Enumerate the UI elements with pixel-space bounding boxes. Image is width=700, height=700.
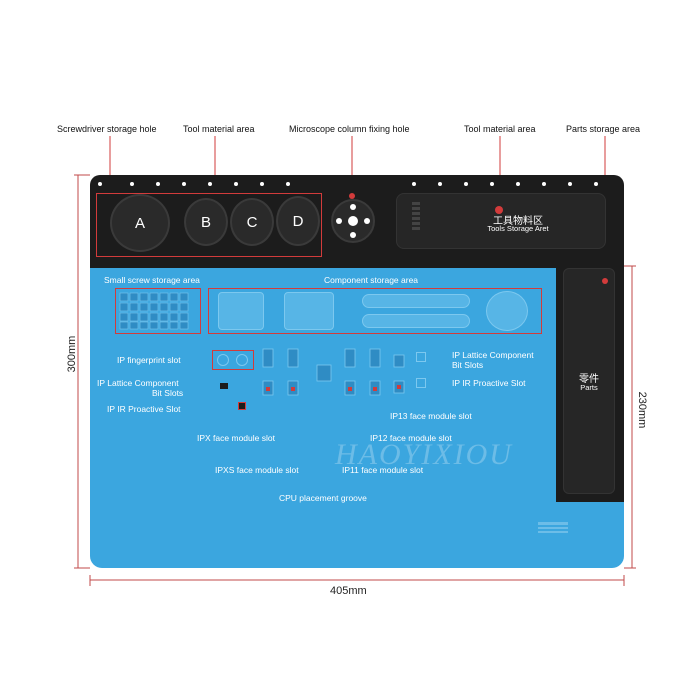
lattice-right-label-1: IP Lattice Component — [452, 350, 534, 360]
width-dimension: 405mm — [330, 585, 367, 597]
lattice-left-slot — [220, 383, 228, 389]
tool-material-label-left: Tool material area — [183, 124, 255, 134]
screw-hole — [234, 182, 238, 186]
tools-storage-title-en: Tools Storage Aret — [487, 224, 549, 233]
tool-well-label: D — [292, 212, 304, 230]
lattice-right-slot — [416, 352, 426, 362]
screw-hole — [130, 182, 134, 186]
watermark-text: HAOYIXIOU — [335, 438, 513, 471]
ip11-slot-label: IP11 face module slot — [342, 465, 424, 475]
brand-logo — [538, 520, 568, 542]
screwdriver-storage-label: Screwdriver storage hole — [57, 124, 157, 134]
component-storage-callout — [208, 288, 542, 334]
ipx-slot-label: IPX face module slot — [197, 433, 275, 443]
parts-title-cn: 零件 — [579, 374, 599, 385]
tools-storage-ridges — [412, 200, 420, 244]
component-well — [486, 291, 528, 331]
ir-left-slot — [238, 402, 246, 410]
tools-storage-area — [396, 193, 606, 249]
parts-storage-label: Parts storage area — [566, 124, 641, 134]
tool-well-label: B — [200, 213, 211, 231]
fingerprint-slot — [217, 354, 229, 366]
screw-hole — [98, 182, 102, 186]
small-screw-grid — [119, 292, 189, 330]
ip12-slot-label: IP12 face module slot — [370, 433, 452, 443]
screw-hole — [542, 182, 546, 186]
ipxs-slot-label: IPXS face module slot — [215, 465, 299, 475]
ir-left-label: IP IR Proactive Slot — [107, 404, 181, 414]
screw-hole — [412, 182, 416, 186]
lattice-right-label-2: Bit Slots — [452, 360, 484, 370]
tool-well-c: C — [230, 198, 274, 246]
screw-hole — [594, 182, 598, 186]
tool-well-a: A — [110, 194, 170, 252]
tool-well-label: C — [246, 213, 258, 231]
screw-hole — [260, 182, 264, 186]
parts-marker — [602, 278, 608, 284]
lattice-left-label-1: IP Lattice Component — [97, 378, 179, 388]
component-well — [218, 292, 264, 330]
small-screw-label: Small screw storage area — [104, 275, 200, 285]
screw-hole — [438, 182, 442, 186]
height-dimension-full: 300mm — [66, 335, 78, 373]
fingerprint-slot-callout — [212, 350, 254, 370]
screw-hole — [182, 182, 186, 186]
face-module-slots — [262, 348, 405, 396]
tool-well-d: D — [276, 196, 320, 246]
screw-hole — [516, 182, 520, 186]
tool-material-marker — [495, 206, 503, 214]
microscope-marker — [349, 193, 355, 199]
screw-hole — [208, 182, 212, 186]
lattice-left-label-2: Bit Slots — [152, 388, 184, 398]
component-storage-label: Component storage area — [324, 275, 419, 285]
fingerprint-slot — [236, 354, 248, 366]
microscope-fixing-hole-icon — [331, 199, 375, 243]
screw-hole — [464, 182, 468, 186]
fingerprint-slot-label: IP fingerprint slot — [117, 355, 181, 365]
tool-well-label: A — [134, 214, 145, 232]
parts-title-en: Parts — [580, 383, 598, 392]
mat-blue-area — [90, 268, 624, 568]
ip13-slot-label: IP13 face module slot — [390, 411, 472, 421]
small-screw-callout — [115, 288, 201, 334]
height-dimension-inner: 230mm — [636, 391, 648, 429]
tool-material-label-right: Tool material area — [464, 124, 536, 134]
cpu-groove-label: CPU placement groove — [279, 493, 367, 503]
screw-hole — [568, 182, 572, 186]
parts-storage-tray — [563, 268, 615, 494]
screw-hole — [156, 182, 160, 186]
tool-material-callout-box — [96, 193, 322, 257]
component-well — [362, 314, 470, 328]
component-well — [284, 292, 334, 330]
tool-well-b: B — [184, 198, 228, 246]
ir-right-label: IP IR Proactive Slot — [452, 378, 526, 388]
screw-hole — [490, 182, 494, 186]
component-well — [362, 294, 470, 308]
screw-hole — [286, 182, 290, 186]
ir-right-slot — [416, 378, 426, 388]
tools-storage-title-cn: 工具物料区 — [493, 216, 543, 227]
microscope-column-label: Microscope column fixing hole — [289, 124, 410, 134]
